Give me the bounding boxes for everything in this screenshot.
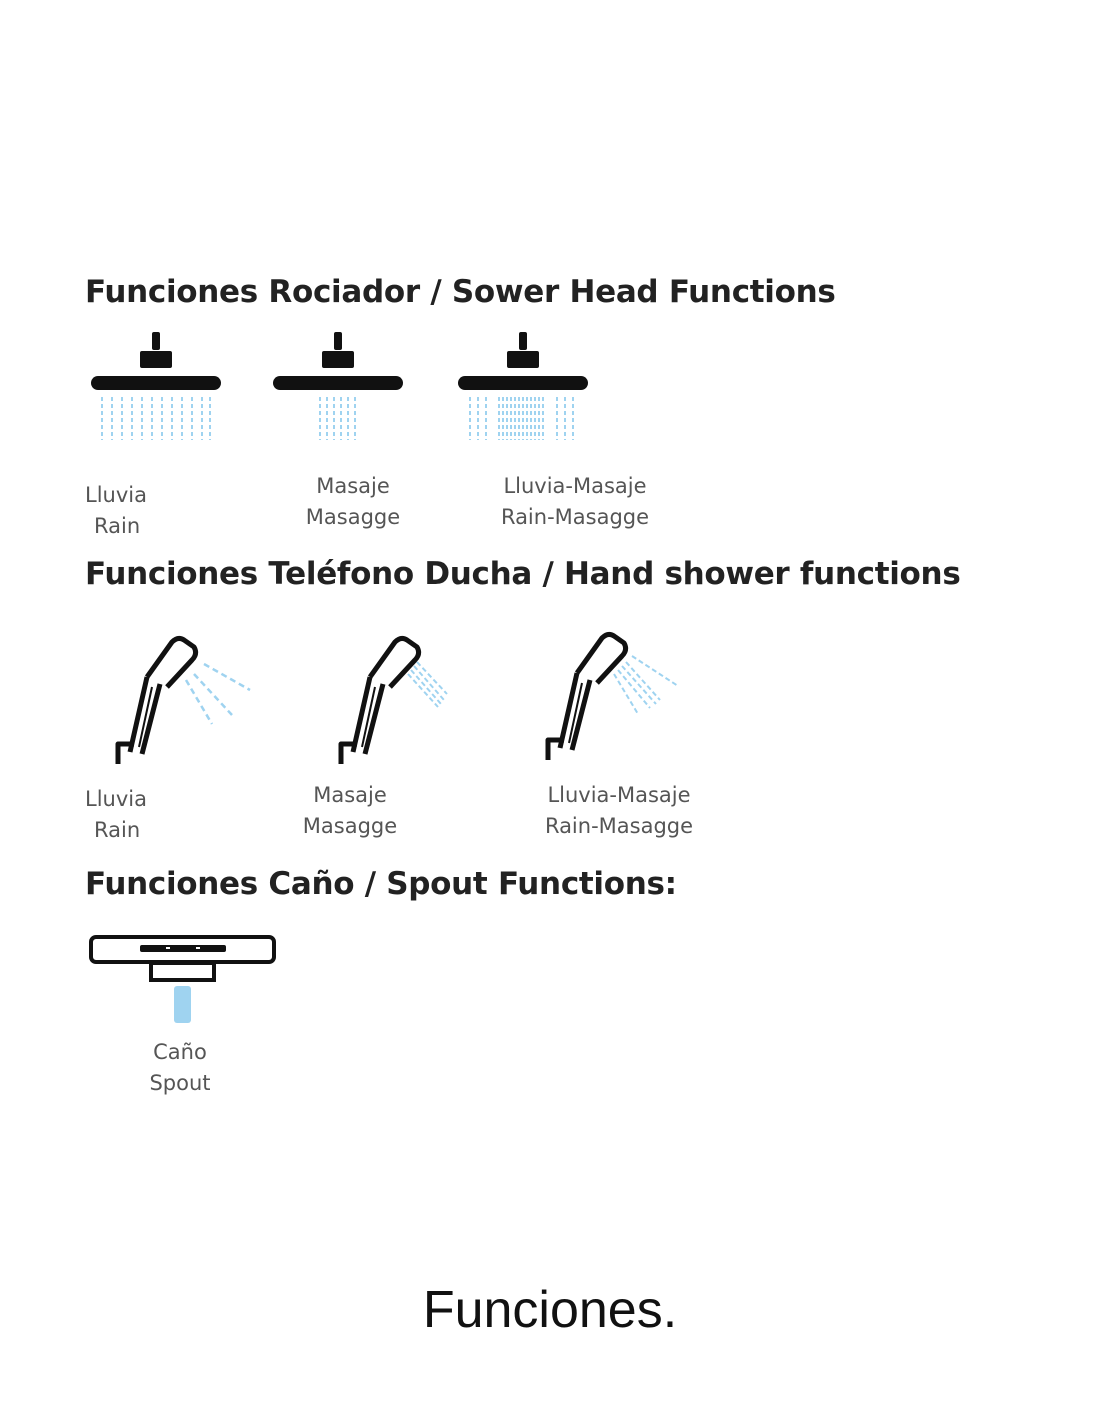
label-es: Masaje bbox=[316, 474, 390, 498]
label-es: Lluvia-Masaje bbox=[503, 474, 647, 498]
hand-shower-massage-label: Masaje Masagge bbox=[280, 780, 420, 842]
hand-shower-functions-heading: Funciones Teléfono Ducha / Hand shower f… bbox=[85, 556, 961, 592]
caption: Funciones. bbox=[422, 1281, 678, 1339]
label-en: Rain bbox=[94, 818, 141, 842]
shower-head-functions-heading: Funciones Rociador / Sower Head Function… bbox=[85, 274, 836, 310]
label-en: Masagge bbox=[305, 505, 401, 529]
rain-shower-head-icon bbox=[91, 332, 221, 440]
label-es: Lluvia-Masaje bbox=[547, 783, 691, 807]
rain-hand-shower-icon bbox=[115, 635, 251, 764]
label-en: Rain-Masagge bbox=[500, 505, 650, 529]
shower-head-massage-label: Masaje Masagge bbox=[283, 471, 423, 533]
shower-head-rain-label: Lluvia Rain bbox=[85, 480, 147, 542]
spout-icon bbox=[89, 935, 276, 1023]
hand-shower-rain-massage-label: Lluvia-Masaje Rain-Masagge bbox=[519, 780, 719, 842]
label-es: Masaje bbox=[313, 783, 387, 807]
label-es: Lluvia bbox=[85, 483, 147, 507]
label-en: Rain bbox=[94, 514, 141, 538]
label-es: Caño bbox=[153, 1040, 207, 1064]
shower-head-rain-massage-label: Lluvia-Masaje Rain-Masagge bbox=[475, 471, 675, 533]
label-en: Masagge bbox=[302, 814, 398, 838]
spout-functions-heading: Funciones Caño / Spout Functions: bbox=[85, 866, 677, 902]
rain-massage-shower-head-icon bbox=[458, 332, 588, 440]
label-en: Spout bbox=[149, 1071, 211, 1095]
massage-shower-head-icon bbox=[273, 332, 403, 440]
spout-label: Caño Spout bbox=[110, 1037, 250, 1099]
rain-massage-hand-shower-icon bbox=[545, 631, 679, 760]
hand-shower-rain-label: Lluvia Rain bbox=[85, 784, 147, 846]
massage-hand-shower-icon bbox=[338, 635, 448, 764]
label-es: Lluvia bbox=[85, 787, 147, 811]
label-en: Rain-Masagge bbox=[544, 814, 694, 838]
